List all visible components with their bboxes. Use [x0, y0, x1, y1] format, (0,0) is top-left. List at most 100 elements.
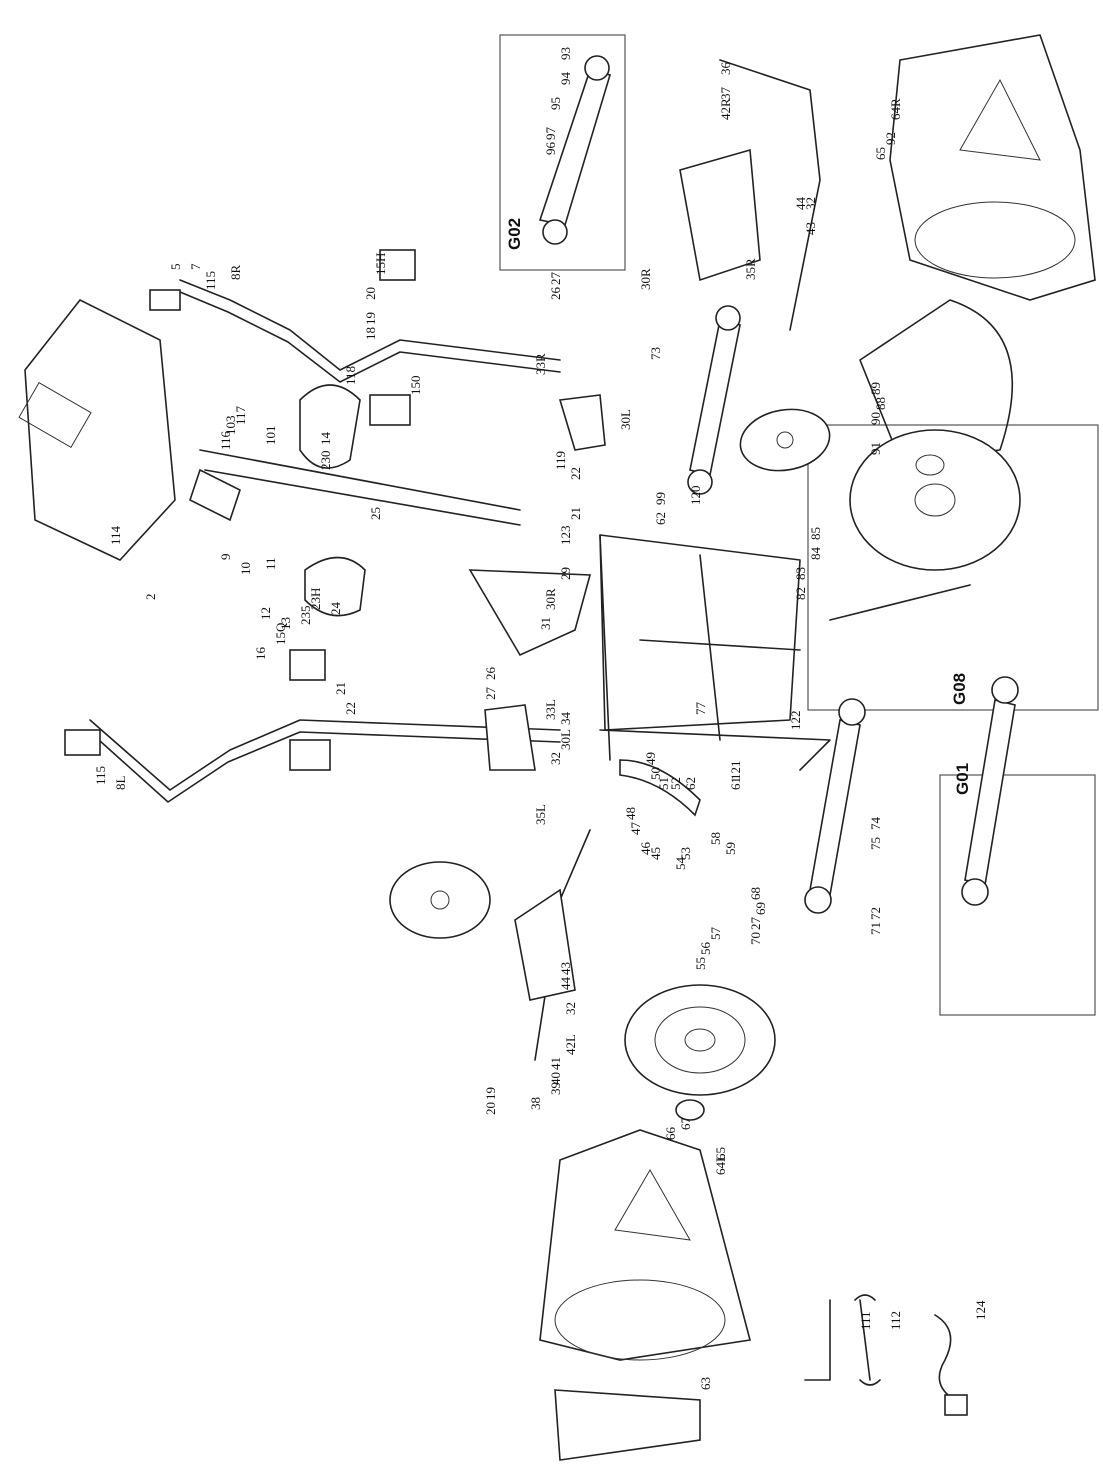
part-label: 40 [548, 1072, 563, 1085]
adapter-plug-part [944, 1394, 968, 1416]
part-label: 24 [328, 602, 343, 616]
part-label: 54 [673, 857, 688, 871]
cover-part [554, 1389, 701, 1461]
part-label: 90 [868, 412, 883, 425]
part-label: 19 [363, 312, 378, 325]
part-label: 33R [533, 353, 548, 375]
part-label: 30L [558, 729, 573, 750]
part-label: 75 [868, 837, 883, 850]
brake-arc-part [619, 759, 701, 817]
part-label: 5 [168, 264, 183, 271]
part-label: 89 [868, 382, 883, 395]
part-label: 20 [483, 1102, 498, 1115]
part-label: 114 [108, 525, 123, 545]
part-label: 72 [868, 907, 883, 920]
part-label: 52 [668, 777, 683, 790]
part-label: 13 [278, 617, 293, 630]
center-mast-part [189, 384, 521, 617]
part-label: 37 [718, 87, 733, 101]
part-label: 32 [548, 752, 563, 765]
part-label: 33L [543, 699, 558, 720]
part-label: 22 [568, 467, 583, 480]
group-label-g02: G02 [505, 218, 524, 250]
part-label: 73 [648, 347, 663, 360]
part-label: 18 [363, 327, 378, 340]
part-label: 9 [218, 554, 233, 561]
part-label: 46 [638, 842, 653, 856]
part-label: 8L [113, 776, 128, 791]
part-label: 62 [683, 777, 698, 790]
part-label: 82 [793, 587, 808, 600]
part-label: 22 [343, 702, 358, 715]
part-label: 21 [333, 682, 348, 695]
part-label: 122 [788, 711, 803, 731]
hex-key-tool [804, 1299, 831, 1381]
part-label: 44 [558, 977, 573, 991]
part-label: 20 [363, 287, 378, 300]
pedal-30l-part [484, 704, 536, 771]
part-label: 12 [258, 607, 273, 620]
part-label: 32 [803, 197, 818, 210]
part-label: 30L [618, 409, 633, 430]
stabilizer-rear-part [687, 305, 741, 495]
part-label: 61 [728, 777, 743, 790]
part-label: 101 [263, 426, 278, 446]
part-label: 97 [543, 127, 558, 141]
part-label: 15H [373, 253, 388, 275]
part-label: 27 [548, 272, 563, 286]
part-label: 120 [688, 486, 703, 506]
part-label: 71 [868, 922, 883, 935]
part-label: 27 [483, 687, 498, 701]
drive-belt-part [859, 299, 1014, 461]
part-label: 34 [558, 712, 573, 726]
shroud-left-part [539, 1129, 751, 1361]
part-label: 19 [483, 1087, 498, 1100]
part-label: 150 [408, 376, 423, 396]
part-label: 2 [143, 594, 158, 601]
part-label: 43 [803, 222, 818, 235]
disc-part [624, 984, 776, 1121]
part-label: 30R [638, 268, 653, 290]
part-label: 111 [858, 1311, 873, 1330]
part-label: 115 [203, 271, 218, 290]
stabilizer-front-part [804, 698, 866, 914]
part-label: 31 [538, 617, 553, 630]
group-label-g01: G01 [953, 763, 972, 795]
part-label: 14 [318, 432, 333, 446]
part-label: 42L [563, 1034, 578, 1055]
part-label: 26 [483, 667, 498, 681]
part-label: 68 [748, 887, 763, 900]
part-label: 50 [648, 767, 663, 780]
pedal-35r-part [679, 59, 821, 331]
part-label: 124 [973, 1300, 988, 1320]
part-label: 112 [888, 1311, 903, 1330]
part-label: 66 [663, 1127, 678, 1141]
part-label: 65 [873, 147, 888, 160]
part-label: 45 [648, 847, 663, 860]
part-label: 115 [93, 766, 108, 785]
group-box-g02 [499, 34, 626, 271]
part-label: 29 [558, 567, 573, 580]
part-label: 16 [253, 647, 268, 661]
part-label: 91 [868, 442, 883, 455]
handlebar-left-part [64, 649, 561, 803]
seat-cover-part [468, 569, 592, 657]
part-label: 11 [263, 557, 278, 570]
group-box-g01 [939, 774, 1096, 1016]
part-label: 94 [558, 72, 573, 86]
wrench-tool [854, 1294, 881, 1386]
part-label: 99 [653, 492, 668, 505]
part-label: 95 [548, 97, 563, 110]
part-label: 56 [698, 942, 713, 956]
part-label: 62 [653, 512, 668, 525]
part-label: 57 [708, 927, 723, 941]
part-label: 70 [748, 932, 763, 945]
part-label: 117 [233, 405, 248, 425]
part-label: 67 [678, 1117, 693, 1131]
part-label: 63 [698, 1377, 713, 1390]
part-label: 41 [548, 1057, 563, 1070]
stabilizer-g02-part [538, 55, 612, 245]
group-box-g08 [807, 424, 1099, 711]
part-label: 30R [543, 588, 558, 610]
